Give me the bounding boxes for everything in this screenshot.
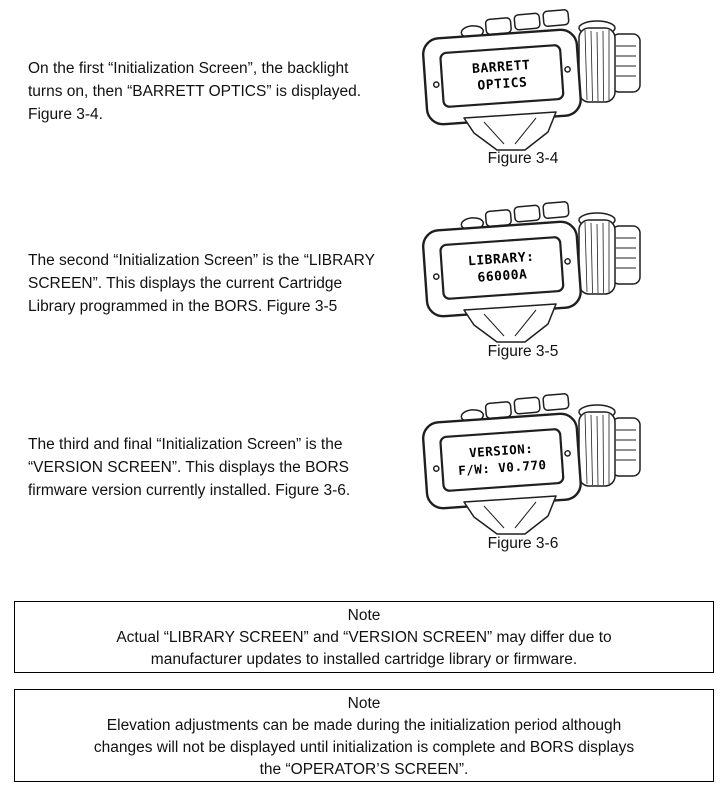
- note-body-line: manufacturer updates to installed cartri…: [150, 651, 578, 668]
- knob-ridges: [616, 237, 636, 269]
- knurl-lines: [584, 221, 610, 294]
- windage-knob: [611, 417, 641, 477]
- bezel-screw-left: [432, 81, 440, 88]
- body-paragraph-1: On the first “Initialization Screen”, th…: [28, 60, 362, 123]
- body-paragraph-2: The second “Initialization Screen” is th…: [28, 252, 375, 315]
- note-box-2: Note Elevation adjustments can be made d…: [14, 689, 714, 782]
- bezel-screw-right: [564, 258, 571, 265]
- body-paragraph-3: The third and final “Initialization Scre…: [28, 436, 351, 499]
- windage-knob: [611, 225, 641, 285]
- note-title: Note: [347, 607, 381, 624]
- note-body-line: Elevation adjustments can be made during…: [106, 717, 622, 734]
- knob-ridges: [616, 45, 636, 77]
- lcd-line-2: F/W: V0.770: [458, 457, 547, 478]
- bezel-screw-right: [564, 450, 571, 457]
- note-body-line: changes will not be displayed until init…: [93, 739, 635, 756]
- bezel-screw-right: [564, 66, 571, 73]
- mount-detail: [483, 309, 537, 337]
- rail-mount: [463, 303, 557, 343]
- mount-detail: [483, 117, 537, 145]
- lcd-screen: [439, 428, 565, 492]
- figure-caption-3-6: Figure 3-6: [487, 535, 559, 552]
- bors-device-illustration: VERSION: F/W: V0.770: [421, 393, 641, 535]
- device-body: LIBRARY: 66000A: [421, 220, 582, 318]
- rail-mount: [463, 495, 557, 535]
- knurl-lines: [584, 413, 610, 486]
- mount-detail: [483, 501, 537, 529]
- note-box-1: Note Actual “LIBRARY SCREEN” and “VERSIO…: [14, 601, 714, 673]
- top-buttons: [460, 9, 570, 39]
- rail-mount: [463, 111, 557, 151]
- figure-caption-3-5: Figure 3-5: [487, 343, 559, 360]
- device-body: BARRETT OPTICS: [421, 28, 582, 126]
- figure-3-6: VERSION: F/W: V0.770: [398, 388, 648, 536]
- lcd-screen: [439, 236, 565, 300]
- top-buttons: [460, 201, 570, 231]
- device-body: VERSION: F/W: V0.770: [421, 412, 582, 510]
- lcd-screen: [439, 44, 565, 108]
- note-body-line: Actual “LIBRARY SCREEN” and “VERSION SCR…: [116, 629, 612, 646]
- bezel-screw-left: [432, 273, 440, 280]
- note-title: Note: [347, 695, 381, 712]
- bors-device-illustration: LIBRARY: 66000A: [421, 201, 641, 343]
- lcd-line-1: BARRETT: [472, 58, 531, 77]
- lcd-line-2: OPTICS: [477, 75, 528, 93]
- windage-knob: [611, 33, 641, 93]
- figure-caption-3-4: Figure 3-4: [487, 150, 559, 167]
- lcd-line-1: VERSION:: [469, 441, 534, 460]
- bezel-screw-left: [432, 465, 440, 472]
- lcd-line-2: 66000A: [477, 267, 528, 285]
- knob-ridges: [616, 429, 636, 461]
- lcd-line-1: LIBRARY:: [468, 250, 536, 270]
- figure-3-5: LIBRARY: 66000A: [398, 196, 648, 344]
- figure-3-4: BARRETT OPTICS: [398, 4, 648, 152]
- knurl-lines: [584, 29, 610, 102]
- bors-device-illustration: BARRETT OPTICS: [421, 9, 641, 151]
- note-body-line: the “OPERATOR’S SCREEN”.: [259, 761, 469, 778]
